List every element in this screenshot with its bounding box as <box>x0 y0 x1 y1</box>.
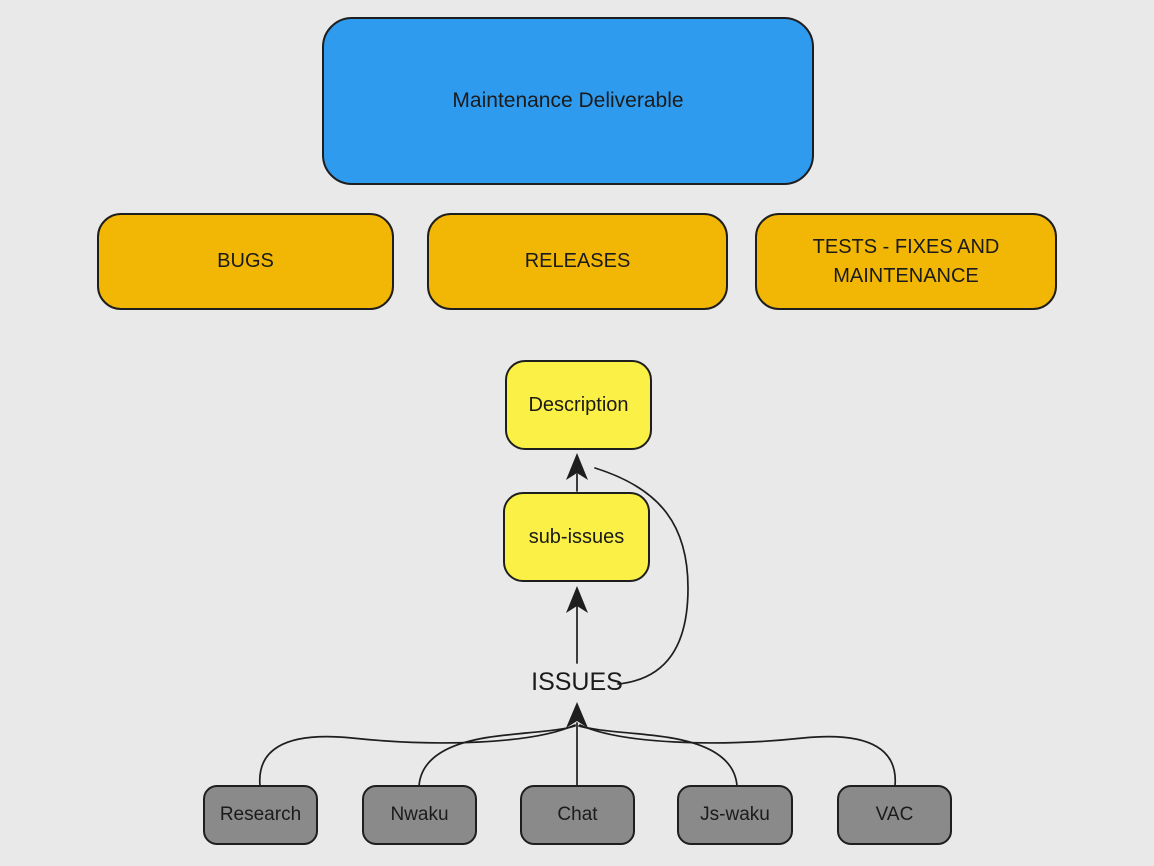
issues-text-label: ISSUES <box>531 668 623 696</box>
node-releases: RELEASES <box>427 213 728 310</box>
node-maintenance-deliverable-label: Maintenance Deliverable <box>452 88 684 112</box>
node-description-label: Description <box>528 393 629 416</box>
edge-vac-to-issues <box>579 724 897 787</box>
node-js-waku: Js-waku <box>677 785 793 845</box>
node-js-waku-label: Js-waku <box>700 804 770 826</box>
issues-text: ISSUES <box>490 668 664 697</box>
node-research: Research <box>203 785 318 845</box>
edge-nwaku-to-issues <box>418 725 576 787</box>
node-maintenance-deliverable: Maintenance Deliverable <box>322 17 814 185</box>
node-bugs-label: BUGS <box>217 250 274 272</box>
node-chat-label: Chat <box>557 804 598 826</box>
node-releases-label: RELEASES <box>524 250 631 272</box>
edge-research-to-issues <box>258 724 576 787</box>
arrowhead-issues <box>566 702 588 728</box>
node-nwaku: Nwaku <box>362 785 477 845</box>
node-vac-label: VAC <box>875 804 914 826</box>
node-nwaku-label: Nwaku <box>390 804 449 826</box>
node-research-label: Research <box>219 804 302 826</box>
node-chat: Chat <box>520 785 635 845</box>
node-vac: VAC <box>837 785 952 845</box>
node-tests-fixes-maintenance-label: TESTS - FIXES AND MAINTENANCE <box>812 235 1000 287</box>
node-description: Description <box>505 360 652 450</box>
arrowhead-subissues <box>566 586 588 613</box>
node-sub-issues: sub-issues <box>503 492 650 582</box>
node-bugs: BUGS <box>97 213 394 310</box>
edge-jswaku-to-issues <box>578 725 738 787</box>
arrowhead-description <box>566 453 588 480</box>
node-sub-issues-label: sub-issues <box>528 525 625 548</box>
node-tests-fixes-maintenance: TESTS - FIXES AND MAINTENANCE <box>755 213 1057 310</box>
